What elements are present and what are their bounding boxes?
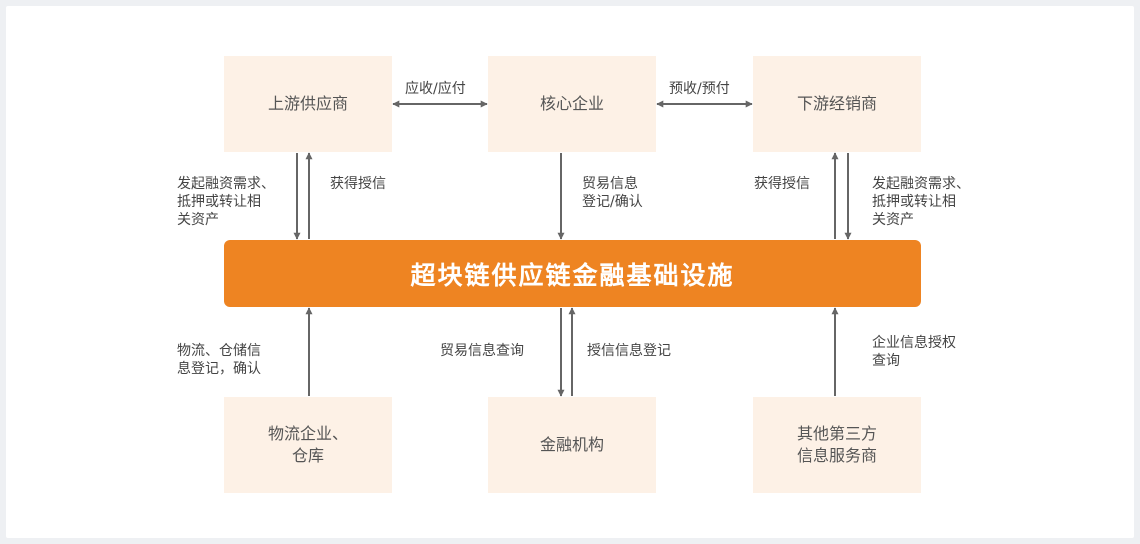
edge-label-financing-demand-left: 发起融资需求、 抵押或转让相 关资产 — [177, 175, 275, 229]
node-logistics-label-line2: 仓库 — [291, 446, 324, 465]
edge-label-credit-register: 授信信息登记 — [587, 342, 671, 360]
financing-right-line2: 抵押或转让相 — [872, 194, 956, 210]
edge-label-receivable-payable: 应收/应付 — [405, 80, 466, 98]
financing-right-line3: 关资产 — [872, 212, 914, 228]
edge-label-enterprise-query: 企业信息授权 查询 — [872, 334, 956, 370]
trade-query-text: 贸易信息查询 — [440, 343, 524, 359]
credit-left-text: 获得授信 — [330, 176, 386, 192]
logistics-register-line2: 息登记，确认 — [177, 361, 261, 377]
edge-label-prereceive-prepay-text: 预收/预付 — [669, 81, 730, 97]
logistics-register-line1: 物流、仓储信 — [177, 343, 261, 359]
node-upstream-supplier-label: 上游供应商 — [267, 94, 348, 113]
platform-bar: 超块链供应链金融基础设施 — [224, 240, 921, 307]
edge-label-prereceive-prepay: 预收/预付 — [669, 80, 730, 98]
node-third-party-info: 其他第三方 信息服务商 — [753, 397, 921, 493]
credit-right-text: 获得授信 — [754, 176, 810, 192]
edge-label-logistics-register: 物流、仓储信 息登记，确认 — [177, 342, 261, 378]
enterprise-query-line1: 企业信息授权 — [872, 335, 956, 351]
enterprise-query-line2: 查询 — [872, 353, 900, 369]
trade-register-line1: 贸易信息 — [582, 176, 638, 192]
node-financial-institution: 金融机构 — [488, 397, 656, 493]
node-third-party-label-line2: 信息服务商 — [796, 446, 877, 465]
edge-label-trade-register: 贸易信息 登记/确认 — [582, 175, 643, 211]
edge-label-credit-right: 获得授信 — [754, 175, 810, 193]
node-core-enterprise: 核心企业 — [488, 56, 656, 152]
financing-left-line2: 抵押或转让相 — [177, 194, 261, 210]
node-downstream-distributor-label: 下游经销商 — [796, 94, 877, 113]
edge-label-receivable-payable-text: 应收/应付 — [405, 81, 466, 97]
node-third-party-label-line1: 其他第三方 — [796, 424, 877, 443]
node-upstream-supplier: 上游供应商 — [224, 56, 392, 152]
node-logistics-warehouse: 物流企业、 仓库 — [224, 397, 392, 493]
credit-register-text: 授信信息登记 — [587, 343, 671, 359]
edge-label-trade-query: 贸易信息查询 — [440, 342, 524, 360]
financing-right-line1: 发起融资需求、 — [872, 176, 970, 192]
trade-register-line2: 登记/确认 — [582, 194, 643, 210]
edge-label-credit-left: 获得授信 — [330, 175, 386, 193]
node-logistics-label-line1: 物流企业、 — [267, 424, 348, 443]
platform-title: 超块链供应链金融基础设施 — [410, 260, 735, 290]
edge-label-financing-demand-right: 发起融资需求、 抵押或转让相 关资产 — [872, 175, 970, 229]
node-downstream-distributor: 下游经销商 — [753, 56, 921, 152]
node-core-enterprise-label: 核心企业 — [539, 94, 604, 113]
financing-left-line1: 发起融资需求、 — [177, 176, 275, 192]
node-financial-institution-label: 金融机构 — [539, 435, 604, 454]
financing-left-line3: 关资产 — [177, 212, 219, 228]
